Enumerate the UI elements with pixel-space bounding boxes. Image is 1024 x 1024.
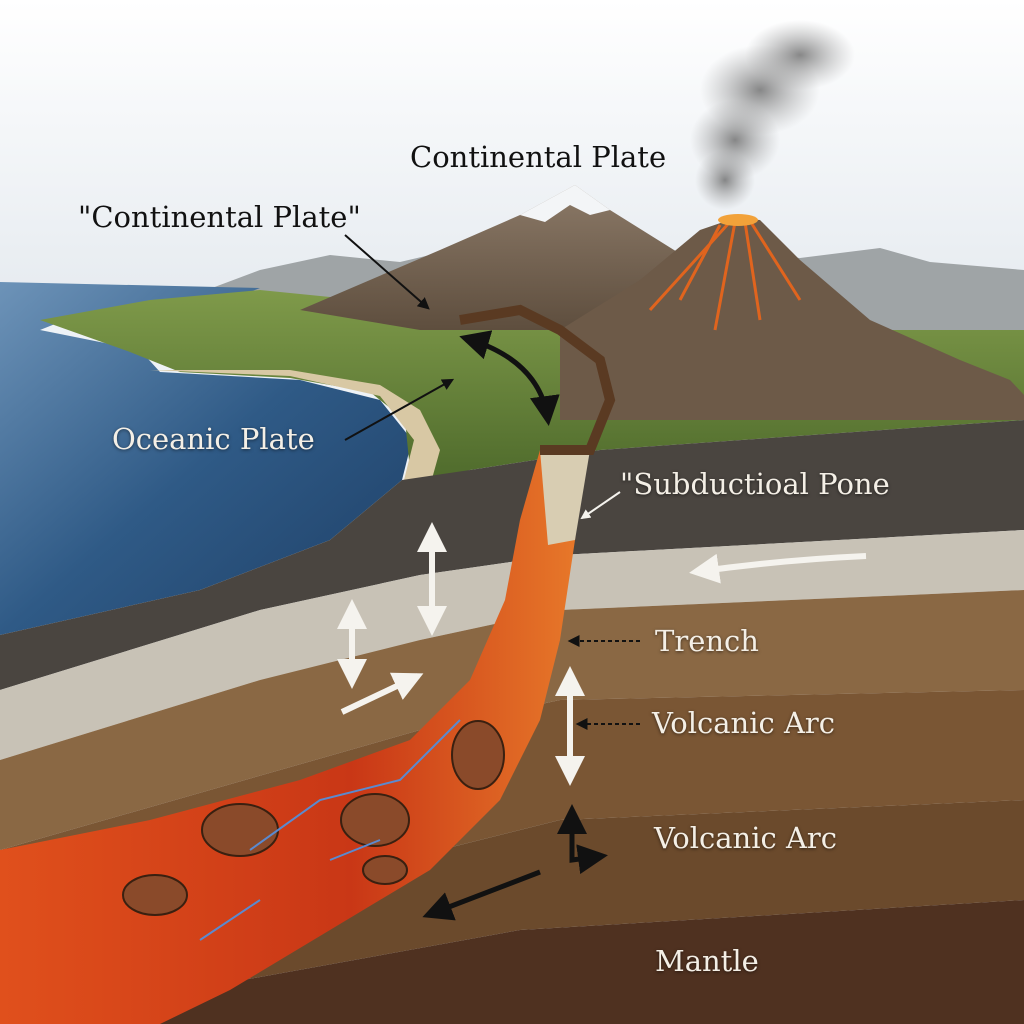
active-volcano (560, 218, 1024, 420)
crust-rock-layer (0, 420, 1024, 690)
pointer-continental-plate (344, 234, 430, 310)
snow-cap (520, 185, 610, 222)
label-volcanic-arc-1: Volcanic Arc (652, 706, 836, 740)
smoke-plume (690, 20, 855, 210)
label-mantle: Mantle (655, 944, 759, 978)
upper-mantle-layer (0, 590, 1024, 850)
beach (150, 370, 440, 486)
lithosphere-gray-layer (0, 530, 1024, 760)
pointer-oceanic-plate (344, 378, 455, 441)
label-oceanic-plate: Oceanic Plate (112, 422, 315, 456)
black-elbow-arrow (557, 804, 608, 875)
label-subduction-zone: "Subductioal Pone (620, 467, 890, 501)
plate-motion-curved-arrow (459, 330, 560, 426)
label-volcanic-arc-2: Volcanic Arc (654, 821, 838, 855)
slab-fault-band (540, 450, 590, 545)
label-trench: Trench (655, 624, 759, 658)
lava-streaks (648, 221, 802, 331)
pointer-subduction-zone (580, 491, 621, 520)
label-continental-plate-top: Continental Plate (410, 140, 667, 174)
magma-veins (199, 719, 461, 941)
black-flow-arrow-left (422, 869, 541, 921)
snowy-mountain (300, 185, 720, 330)
ocean (0, 282, 412, 635)
volcano-crater-glow (718, 214, 758, 226)
white-arrow-plate-motion (689, 553, 867, 584)
magma-rocks (122, 720, 505, 916)
label-continental-plate-quoted: "Continental Plate" (78, 200, 361, 234)
deep-mantle (0, 900, 1024, 1024)
fault-crack (459, 304, 616, 455)
white-arrow-diagonal (340, 672, 424, 715)
